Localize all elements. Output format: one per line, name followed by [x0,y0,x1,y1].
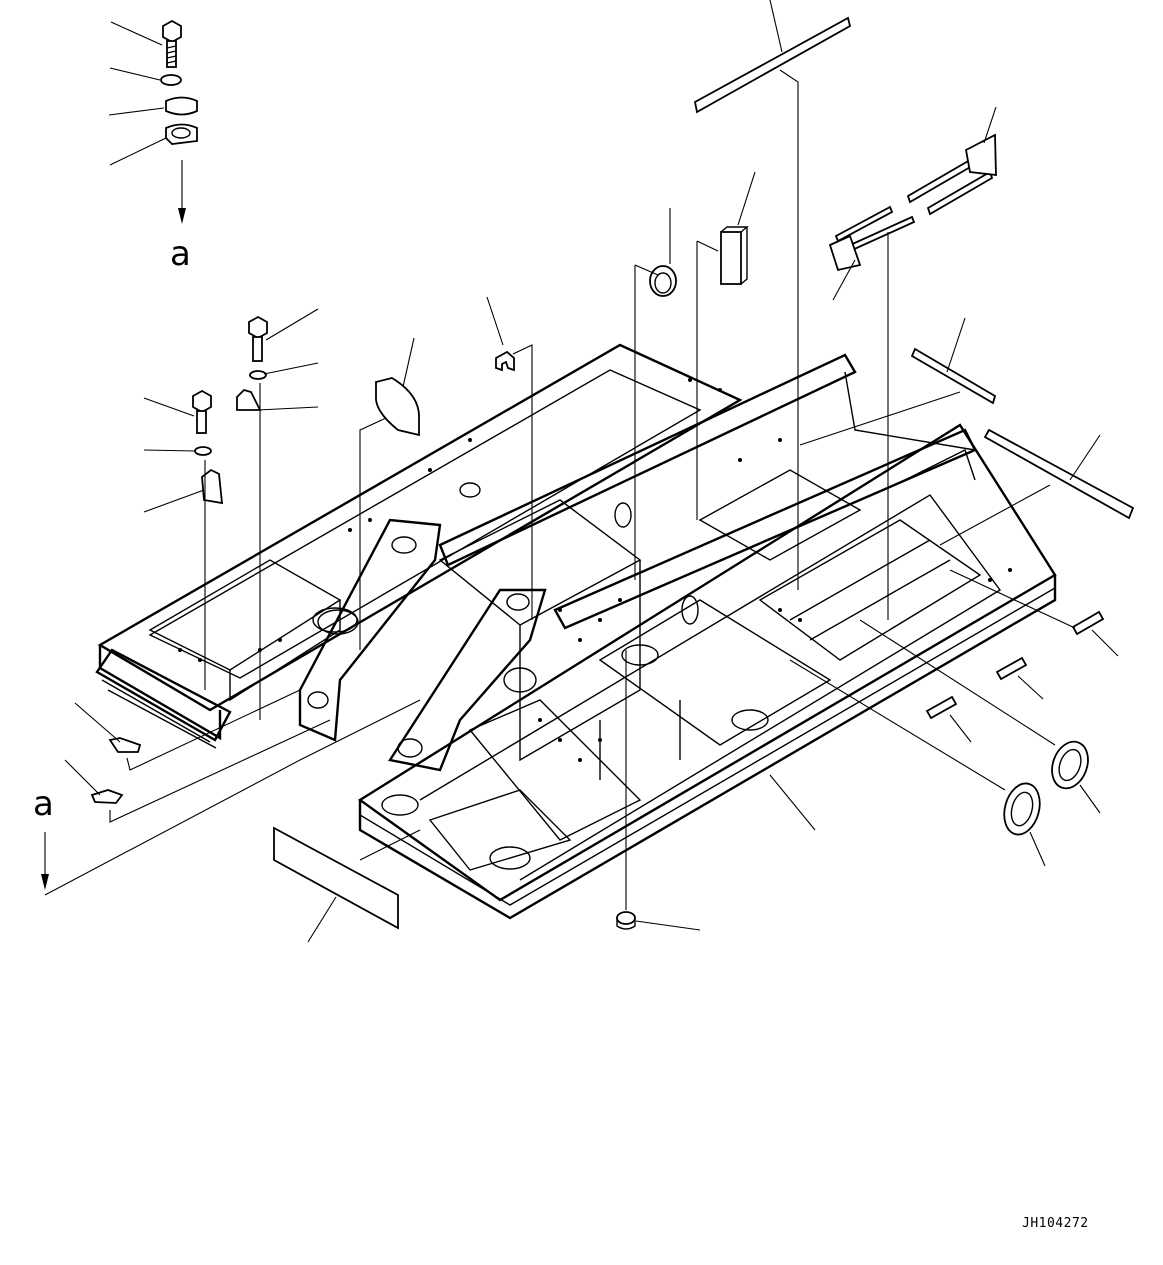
cap-plate [165,96,198,116]
bottom-plate [273,826,399,930]
clip-front-1 [108,737,142,753]
bolt-mid-upper [248,315,268,362]
bracket-mid-upper [236,388,262,411]
corner-plate [964,133,997,177]
clip-right-1 [1071,610,1105,636]
clip-piece [495,350,515,372]
loose-parts: a [33,0,1135,943]
callout-a-side: a [33,784,54,824]
clip-right-2 [995,656,1028,681]
washer-mid-lower [194,446,212,456]
callout-a-top: a [170,234,191,274]
strip-top [693,16,852,114]
ring-seal-right-2 [1003,782,1041,836]
frame-bolt-holes [178,378,1012,762]
main-frame [95,343,1057,920]
drawing-code: JH104272 [1022,1216,1089,1231]
washer-mid-upper [249,370,267,380]
bolt-top [162,19,182,68]
washer-top [160,74,182,86]
cover-plate [375,377,420,437]
ring-seal-top [649,265,677,297]
strip-mid-right [910,347,997,405]
clip-front-2 [90,789,124,804]
ring-seal-right-1 [1051,740,1089,790]
bracket-mid-lower [201,468,224,505]
plug [616,911,636,925]
left-bracket-parts [143,308,319,720]
strip-long-right [983,428,1135,520]
clip-right-3 [925,695,958,720]
block-part [720,231,742,285]
detail-a-parts: a [108,19,198,274]
bolt-mid-lower [192,389,212,434]
